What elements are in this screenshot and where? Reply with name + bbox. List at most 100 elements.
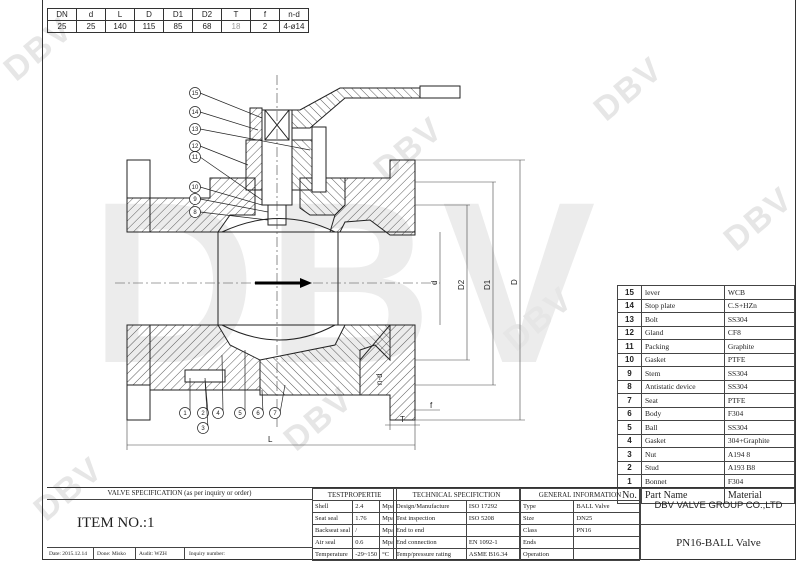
part-material: CF8 xyxy=(723,325,796,340)
tech-rows-row: End to end xyxy=(393,524,521,537)
stop-plate xyxy=(249,107,263,141)
gen-label: Size xyxy=(519,512,575,525)
leader-line xyxy=(199,92,263,119)
part-balloon: 1 xyxy=(179,378,191,419)
dim-value: 2 xyxy=(250,20,280,33)
part-name: Nut xyxy=(641,447,725,462)
test-label: Backseat seal xyxy=(311,524,354,537)
part-material: A193 B8 xyxy=(723,460,796,475)
gen-value xyxy=(573,548,640,561)
test-label: Air seal xyxy=(311,536,354,549)
balloon-number: 15 xyxy=(192,91,199,97)
part-balloon: 15 xyxy=(189,87,263,119)
balloon-circle xyxy=(189,151,201,163)
part-number: 14 xyxy=(617,298,642,313)
leader-line xyxy=(199,145,249,166)
part-material: A194 8 xyxy=(723,447,796,462)
part-number: 4 xyxy=(617,433,642,448)
audit-field: Audit: WZH xyxy=(136,548,185,560)
valve-spec-title: VALVE SPECIFICATION (as per inquiry or o… xyxy=(47,488,312,500)
gen-label: Ends xyxy=(519,536,575,549)
technical-spec-table: TECHNICAL SPECIFICTION Design/Manufactur… xyxy=(393,488,521,561)
balloon-number: 9 xyxy=(193,197,197,203)
valve-spec-section: VALVE SPECIFICATION (as per inquiry or o… xyxy=(47,488,313,560)
part-balloon: 7 xyxy=(269,384,286,419)
leader-line xyxy=(199,186,263,206)
lever-grip xyxy=(419,85,461,99)
part-material: SS304 xyxy=(723,312,796,327)
part-name: Stud xyxy=(641,460,725,475)
part-number: 1 xyxy=(617,474,642,489)
body-upper xyxy=(329,159,416,236)
leader-line xyxy=(199,211,269,221)
balloon-number: 12 xyxy=(192,144,199,150)
part-number: 13 xyxy=(617,312,642,327)
part-material: PTFE xyxy=(723,352,796,367)
part-balloon: 4 xyxy=(212,354,224,419)
part-name: Bonnet xyxy=(641,474,725,489)
part-material: SS304 xyxy=(723,379,796,394)
left-flange-bottom xyxy=(126,324,151,386)
test-value: 1.76 xyxy=(352,512,381,525)
done-field: Done: Misko xyxy=(94,548,136,560)
balloon-number: 10 xyxy=(192,185,199,191)
gen-value: BALL Valve xyxy=(573,500,640,513)
tech-label: Design/Manufacture xyxy=(393,500,467,513)
dimension-table: DN d L D D1 D2 T f n-d 25 25 140 115 85 … xyxy=(47,8,309,33)
balloon-number: 13 xyxy=(192,127,199,133)
balloon-circle xyxy=(212,407,224,419)
part-material: WCB xyxy=(723,285,796,300)
balloon-number: 2 xyxy=(201,411,205,417)
part-balloon: 8 xyxy=(189,206,269,221)
part-material: SS304 xyxy=(723,366,796,381)
part-name: Packing xyxy=(641,339,725,354)
balloon-number: 7 xyxy=(273,411,277,417)
test-rows-row: Temperature-29~150°C xyxy=(311,548,398,561)
part-balloon: 5 xyxy=(234,350,246,419)
gen-value: DN25 xyxy=(573,512,640,525)
part-balloon: 12 xyxy=(189,140,249,166)
dim-label-f: f xyxy=(430,401,433,410)
part-balloon: 6 xyxy=(252,389,264,419)
test-value: 2.4 xyxy=(352,500,381,513)
balloon-number: 4 xyxy=(216,411,220,417)
parts-header-material: Material xyxy=(723,487,796,504)
tech-value xyxy=(465,524,521,537)
tech-value: ASME B16.34 xyxy=(465,548,521,561)
part-name: Ball xyxy=(641,420,725,435)
bolt xyxy=(311,126,327,193)
gen-value: PN16 xyxy=(573,524,640,537)
gen-value xyxy=(573,536,640,549)
gen-label: Operation xyxy=(519,548,575,561)
test-label: Seat seal xyxy=(311,512,354,525)
part-number: 7 xyxy=(617,393,642,408)
tech-title: TECHNICAL SPECIFICTION xyxy=(393,488,520,501)
balloon-number: 1 xyxy=(183,411,187,417)
balloon-circle xyxy=(189,106,201,118)
balloon-circle xyxy=(189,123,201,135)
dim-label-L: L xyxy=(268,435,273,444)
gen-label: Class xyxy=(519,524,575,537)
tech-label: Temp/pressure rating xyxy=(393,548,467,561)
tech-value: EN 1092-1 xyxy=(465,536,521,549)
part-name: Gland xyxy=(641,325,725,340)
right-flange-bottom xyxy=(359,324,416,421)
dim-value: 68 xyxy=(192,20,222,33)
balloon-number: 5 xyxy=(238,411,242,417)
